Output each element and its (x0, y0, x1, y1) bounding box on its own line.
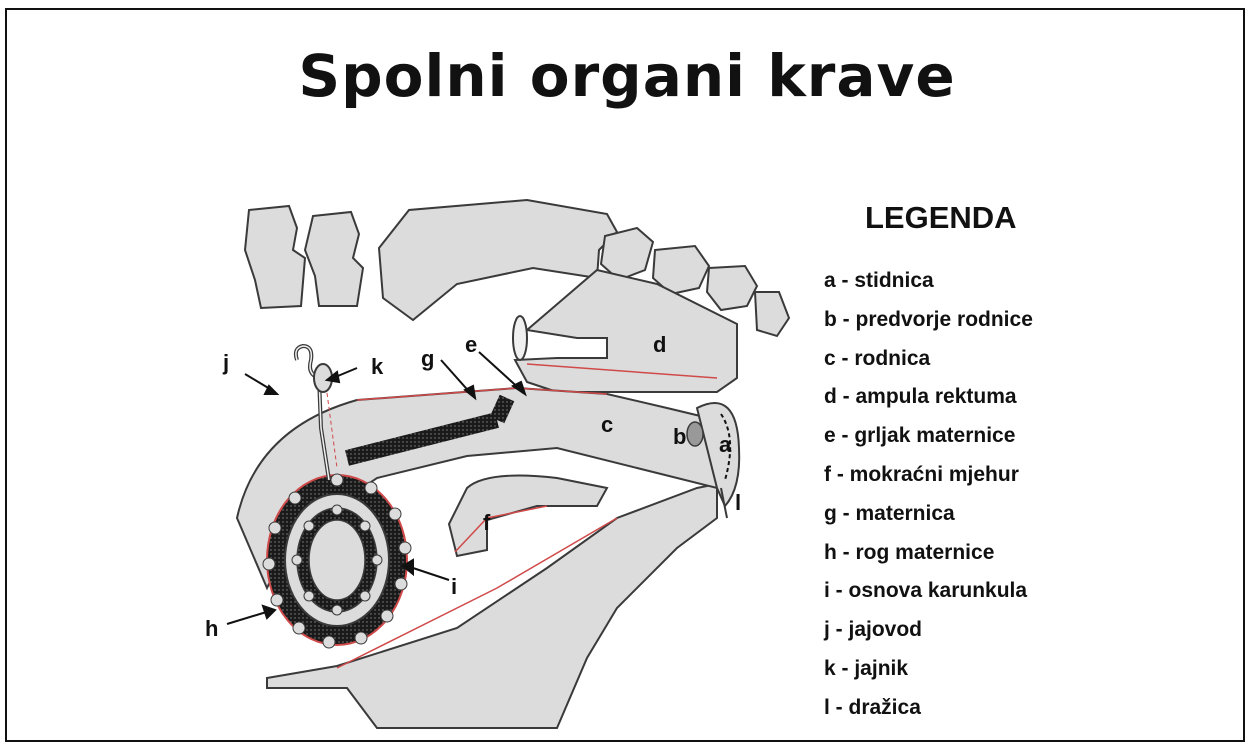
legend-item-a: a - stidnica (824, 266, 1033, 305)
label-c: c (601, 412, 613, 437)
label-d: d (653, 332, 666, 357)
legend-item-k: k - jajnik (824, 654, 1033, 693)
label-l: l (735, 490, 741, 515)
rectum-ampulla (513, 270, 737, 392)
legend-heading: LEGENDA (865, 200, 1017, 236)
legend-item-c: c - rodnica (824, 344, 1033, 383)
label-h: h (205, 616, 218, 641)
legend-item-g: g - maternica (824, 499, 1033, 538)
label-e: e (465, 332, 477, 357)
label-f: f (483, 510, 491, 535)
legend-item-e: e - grljak maternice (824, 421, 1033, 460)
label-k: k (371, 354, 384, 379)
label-i: i (451, 574, 457, 599)
anatomy-diagram: j k g e d c b a l f i h (197, 188, 797, 748)
legend-item-i: i - osnova karunkula (824, 576, 1033, 615)
legend-item-d: d - ampula rektuma (824, 382, 1033, 421)
legend-list: a - stidnica b - predvorje rodnice c - r… (824, 266, 1033, 732)
legend-item-b: b - predvorje rodnice (824, 305, 1033, 344)
slide-frame: Spolni organi krave (5, 8, 1245, 742)
label-g: g (421, 346, 434, 371)
label-j: j (222, 350, 229, 375)
legend-item-f: f - mokraćni mjehur (824, 460, 1033, 499)
label-a: a (719, 432, 732, 457)
label-b: b (673, 424, 686, 449)
slide-title: Spolni organi krave (7, 42, 1247, 110)
legend-item-j: j - jajovod (824, 615, 1033, 654)
legend-item-l: l - dražica (824, 693, 1033, 732)
legend-item-h: h - rog maternice (824, 538, 1033, 577)
